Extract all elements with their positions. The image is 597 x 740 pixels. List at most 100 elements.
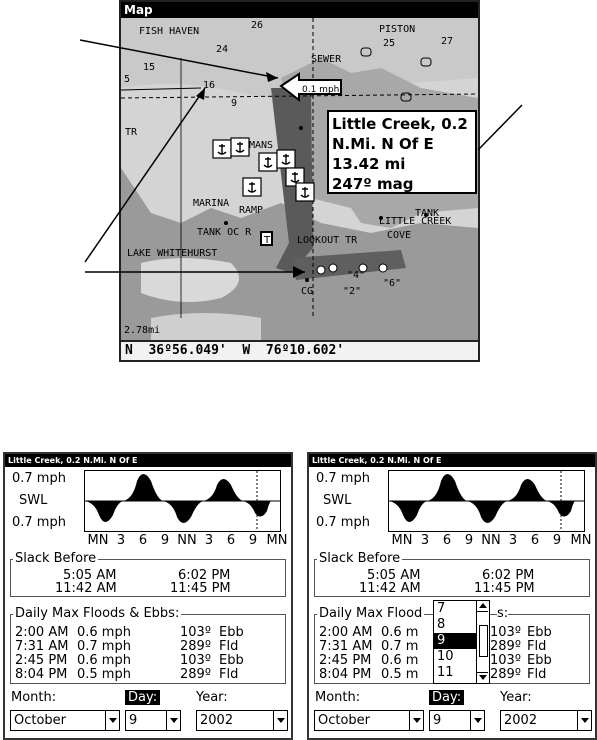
- floods-ebbs-title: Daily Max Floods & Ebbs:: [13, 606, 182, 622]
- year-select[interactable]: 2002: [500, 710, 592, 731]
- slack-time: 11:42 AM: [359, 581, 421, 596]
- x-tick: NN: [481, 533, 501, 548]
- x-tick: MN: [570, 533, 592, 548]
- month-label: Month:: [11, 690, 57, 705]
- day-list-scrollbar[interactable]: [476, 601, 489, 683]
- x-tick: MN: [87, 533, 109, 548]
- x-tick: 3: [204, 533, 214, 548]
- tide-screen-left: Little Creek, 0.2 N.Mi. N Of E 0.7 mph S…: [3, 452, 293, 740]
- chevron-down-icon[interactable]: [273, 711, 287, 730]
- obstruction-marker: [420, 57, 432, 67]
- flood-bearing: 289º: [490, 639, 521, 654]
- map-label-little-creek: LITTLE CREEK: [379, 216, 452, 227]
- depth-label: 26: [251, 20, 263, 31]
- x-tick: 9: [248, 533, 258, 548]
- map-label-buoy-2: "2": [343, 286, 362, 297]
- scroll-up-icon[interactable]: [477, 601, 488, 612]
- depth-label: 25: [383, 38, 395, 49]
- day-option[interactable]: 10: [437, 649, 454, 664]
- flood-bearing: 103º: [180, 625, 211, 640]
- flood-type: Ebb: [219, 653, 244, 668]
- x-tick: NN: [177, 533, 197, 548]
- obstruction-marker: [400, 92, 412, 102]
- chevron-down-icon[interactable]: [577, 711, 591, 730]
- x-tick: 3: [420, 533, 430, 548]
- flood-type: Fld: [527, 667, 547, 682]
- slack-time: 11:45 PM: [170, 581, 231, 596]
- flood-bearing: 103º: [490, 653, 521, 668]
- day-option[interactable]: 7: [437, 601, 446, 616]
- scroll-down-icon[interactable]: [477, 672, 488, 683]
- flood-bearing: 103º: [180, 653, 211, 668]
- flood-type: Fld: [219, 667, 239, 682]
- flood-type: Ebb: [527, 625, 552, 640]
- flood-time: 8:04 PM: [15, 667, 68, 682]
- day-option[interactable]: 8: [437, 617, 446, 632]
- map-screen: Map 26 25 27 24 15 16 9 5: [119, 0, 480, 362]
- graph-x-axis: MN 3 6 9 NN 3 6 9 MN: [81, 533, 291, 549]
- chevron-down-icon[interactable]: [409, 711, 423, 730]
- obstruction-marker: [360, 47, 372, 57]
- scrollbar-thumb[interactable]: [479, 625, 488, 657]
- x-tick: 6: [442, 533, 452, 548]
- map-label-tank: TANK: [415, 208, 440, 219]
- flood-type: Fld: [219, 639, 239, 654]
- depth-label: 27: [441, 36, 453, 47]
- slack-time: 5:05 AM: [63, 568, 117, 583]
- slack-before-group: Slack Before 5:05 AM 6:02 PM 11:42 AM 11…: [10, 551, 286, 597]
- chevron-down-icon[interactable]: [166, 711, 180, 730]
- current-arrow-label: 0.1 mph: [302, 85, 339, 95]
- graph-bottom-label: 0.7 mph: [12, 515, 66, 530]
- depth-label: 24: [216, 44, 228, 55]
- floods-title-start: Daily Max Flood: [319, 606, 423, 621]
- floods-ebbs-title: Daily Max Flood: [317, 606, 425, 622]
- day-option-selected[interactable]: 9: [434, 633, 476, 649]
- landmark-dot: [224, 126, 428, 282]
- x-tick: 9: [464, 533, 474, 548]
- map-label-mans: MANS: [249, 140, 274, 151]
- year-select[interactable]: 2002: [196, 710, 288, 731]
- map-label-buoy-6: "6": [383, 278, 402, 289]
- day-select[interactable]: 9: [125, 710, 181, 731]
- x-tick: 6: [138, 533, 148, 548]
- flood-time: 7:31 AM: [319, 639, 373, 654]
- month-select[interactable]: October: [10, 710, 120, 731]
- year-value: 2002: [504, 713, 538, 728]
- flood-speed: 0.7 m: [381, 639, 419, 654]
- map-label-marina: MARINA: [193, 198, 230, 209]
- map-title-bar: Map: [121, 2, 478, 18]
- flood-time: 2:45 PM: [15, 653, 68, 668]
- map-label-cg: CG: [301, 286, 314, 297]
- day-dropdown-list[interactable]: 7 8 9 10 11: [433, 600, 490, 684]
- svg-text:T: T: [263, 235, 271, 246]
- flood-time: 2:45 PM: [319, 653, 372, 668]
- graph-bottom-label: 0.7 mph: [316, 515, 370, 530]
- slack-time: 6:02 PM: [178, 568, 231, 583]
- flood-speed: 0.6 m: [381, 625, 419, 640]
- x-tick: MN: [391, 533, 413, 548]
- tide-current-graph: [388, 470, 585, 532]
- day-option[interactable]: 11: [437, 665, 454, 680]
- callout-lines: [79, 39, 523, 278]
- map-label-lookout-tr: LOOKOUT TR: [297, 235, 358, 246]
- position-readout: N 36º56.049' W 76º10.602': [121, 340, 478, 360]
- flood-bearing: 103º: [490, 625, 521, 640]
- waypoint-icon: T: [260, 231, 273, 246]
- slack-time: 5:05 AM: [367, 568, 421, 583]
- map-label-buoy-4: "4": [347, 270, 366, 281]
- flood-speed: 0.7 mph: [77, 639, 131, 654]
- info-line: 13.42 mi: [332, 155, 406, 173]
- slack-time: 6:02 PM: [482, 568, 535, 583]
- day-select[interactable]: 9: [429, 710, 485, 731]
- year-label: Year:: [500, 690, 532, 705]
- map-label-piston: PISTON: [379, 24, 416, 35]
- chevron-down-icon[interactable]: [470, 711, 484, 730]
- chevron-down-icon[interactable]: [105, 711, 119, 730]
- map-label-cove: COVE: [387, 230, 412, 241]
- month-select[interactable]: October: [314, 710, 424, 731]
- x-tick: 6: [530, 533, 540, 548]
- day-label: Day:: [429, 690, 465, 705]
- depth-label: 16: [203, 80, 215, 91]
- tide-title-bar: Little Creek, 0.2 N.Mi. N Of E: [5, 454, 291, 467]
- slack-before-group: Slack Before 5:05 AM 6:02 PM 11:42 AM 11…: [314, 551, 590, 597]
